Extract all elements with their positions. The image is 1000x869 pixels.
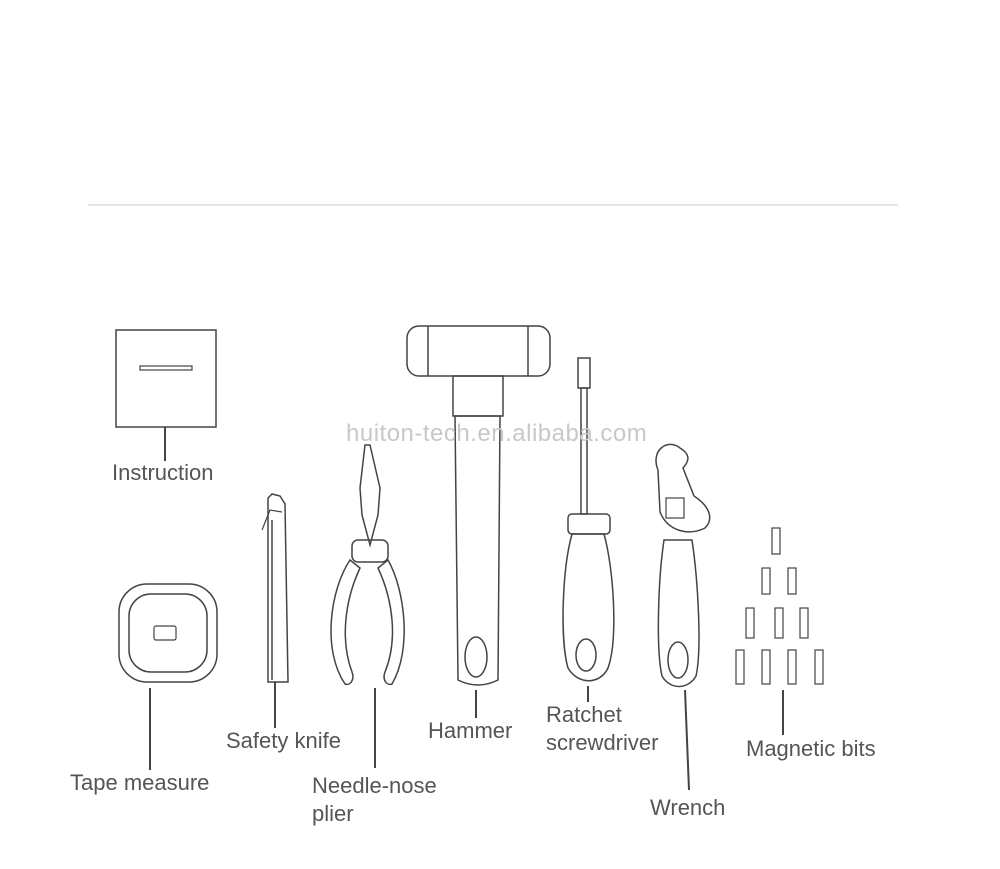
ratchet-screwdriver-icon: [562, 357, 615, 702]
needle-nose-plier-icon: [330, 444, 405, 768]
label-needle-nose-line2: plier: [312, 801, 354, 826]
magnetic-bits-icon: [735, 527, 824, 735]
watermark-text: huiton-tech.en.alibaba.com: [346, 420, 648, 447]
label-instruction: Instruction: [112, 460, 214, 485]
safety-knife-icon: [261, 493, 289, 728]
label-tape-measure: Tape measure: [70, 770, 210, 795]
label-needle-nose-line1: Needle-nose: [312, 773, 437, 798]
tape-measure-icon: [118, 583, 218, 770]
instruction-sheet-icon: [115, 329, 217, 461]
hammer-icon: [406, 325, 551, 718]
label-wrench: Wrench: [650, 795, 726, 820]
label-ratchet-line1: Ratchet: [546, 702, 622, 727]
label-magnetic-bits: Magnetic bits: [746, 736, 876, 761]
label-safety-knife: Safety knife: [226, 728, 341, 753]
wrench-icon: [655, 443, 711, 791]
label-ratchet-line2: screwdriver: [546, 730, 659, 755]
label-hammer: Hammer: [428, 718, 513, 743]
